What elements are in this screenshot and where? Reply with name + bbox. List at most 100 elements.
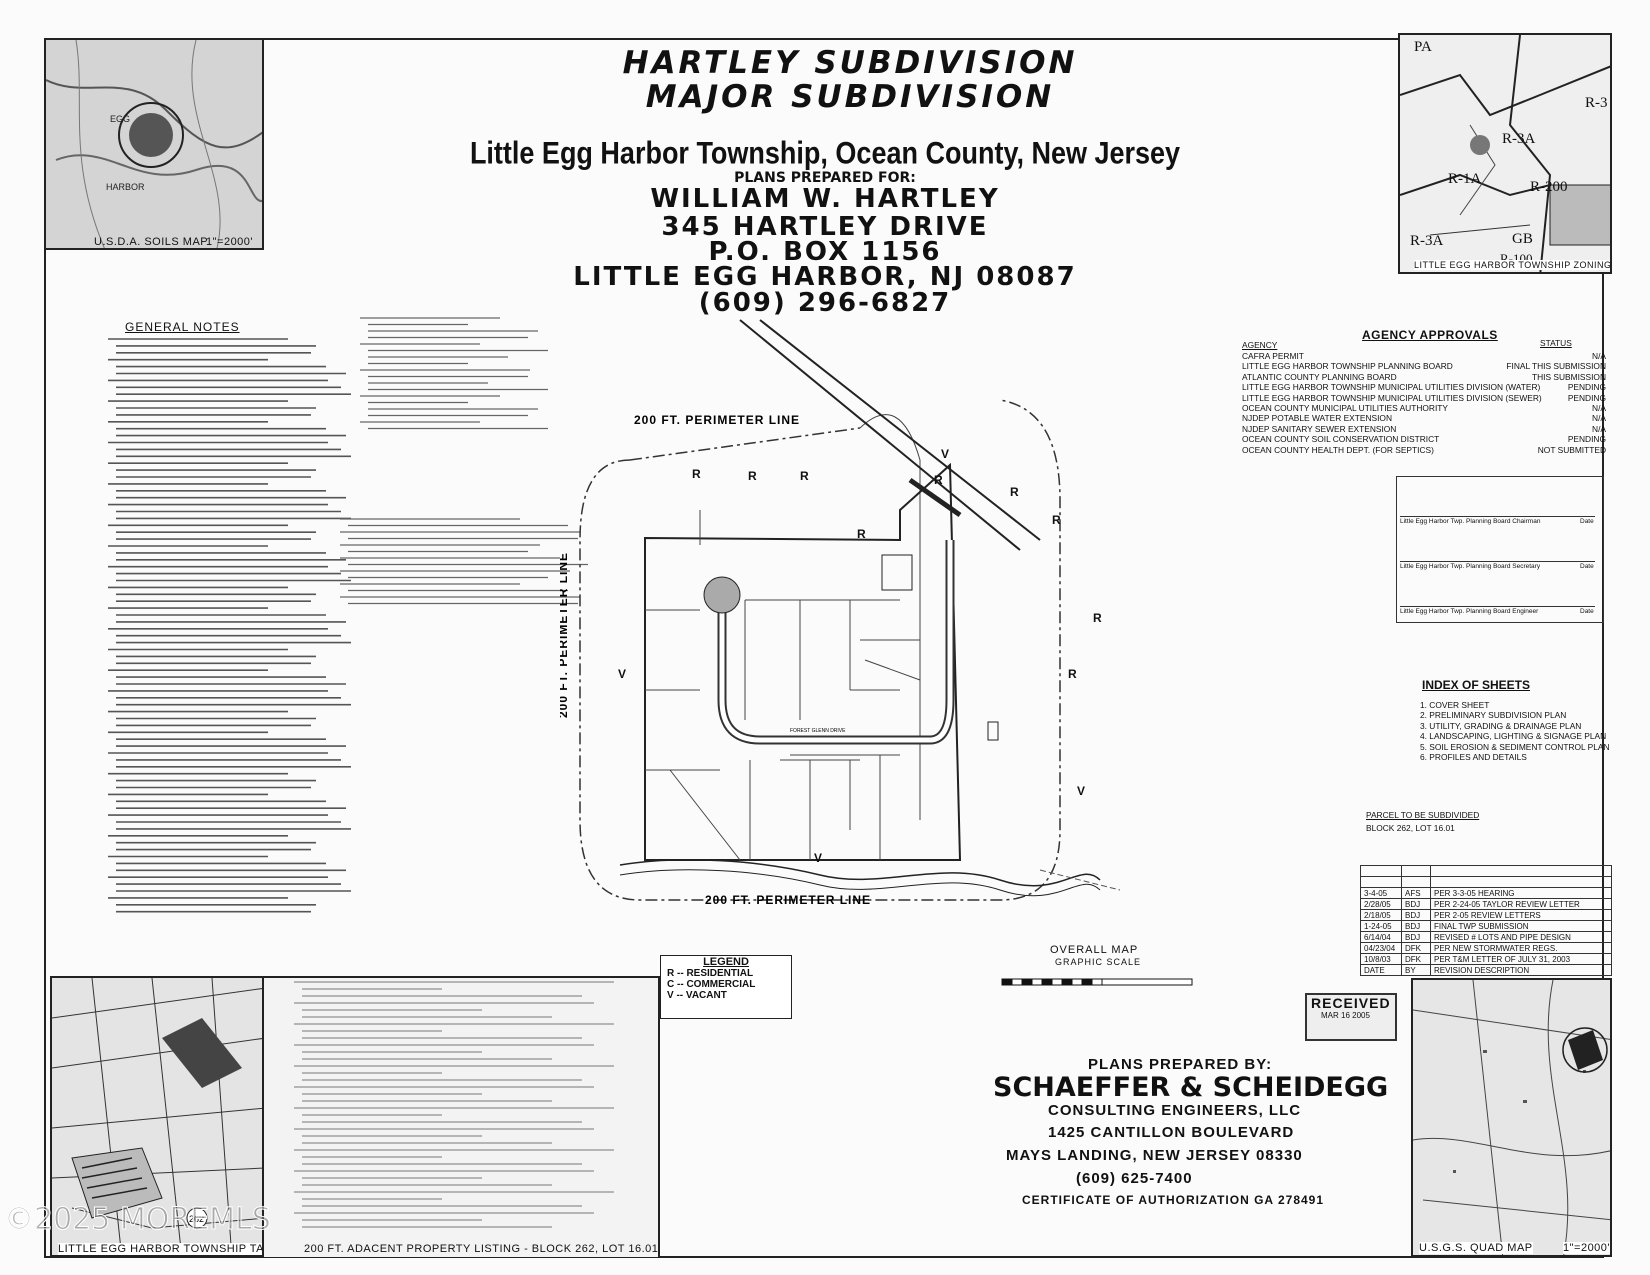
revision-by: BDJ (1401, 920, 1431, 932)
zone-label: V (1077, 784, 1085, 798)
revision-desc: FINAL TWP SUBMISSION (1430, 920, 1612, 932)
agency-row-name: LITTLE EGG HARBOR TOWNSHIP MUNICIPAL UTI… (1242, 392, 1542, 403)
agency-row-status: N/A (1592, 423, 1606, 434)
revision-by: BDJ (1401, 909, 1431, 921)
signature-date: Date (1580, 563, 1594, 570)
revision-date: DATE (1360, 964, 1402, 976)
title-line2: MAJOR SUBDIVISION (645, 79, 1055, 115)
general-notes-text (108, 338, 351, 913)
agency-row-status: PENDING (1567, 392, 1606, 403)
agency-row-status: THIS SUBMISSION (1532, 371, 1606, 382)
scale-segment (1031, 978, 1043, 986)
revision-desc (1430, 865, 1612, 877)
general-notes-heading: GENERAL NOTES (125, 320, 240, 334)
revision-date (1360, 876, 1402, 888)
tax-map: 262 LITTLE EGG HARBOR TOWNSHIP TAX MAP (50, 976, 264, 1257)
index-item: 1. COVER SHEET (1420, 700, 1490, 710)
revision-by (1401, 876, 1431, 888)
svg-text:262: 262 (189, 1214, 204, 1224)
agency-row-name: OCEAN COUNTY HEALTH DEPT. (FOR SEPTICS) (1242, 444, 1434, 455)
zone-label: R (934, 473, 943, 487)
agency-row-name: LITTLE EGG HARBOR TOWNSHIP PLANNING BOAR… (1242, 361, 1453, 372)
tax-map-caption: LITTLE EGG HARBOR TOWNSHIP TAX MAP (58, 1243, 262, 1255)
soils-map-scale: 1"=2000' (206, 236, 254, 248)
revision-date: 6/14/04 (1360, 931, 1402, 943)
adjacent-listing: 200 FT. ADACENT PROPERTY LISTING - BLOCK… (264, 976, 660, 1257)
soils-map: EGG HARBOR U.S.D.A. SOILS MAP 1"=2000' (44, 38, 264, 250)
agency-row-status: FINAL THIS SUBMISSION (1506, 361, 1606, 372)
zoning-map-caption: LITTLE EGG HARBOR TOWNSHIP ZONING MAP (1414, 260, 1610, 270)
revision-by: BY (1401, 964, 1431, 976)
revision-by (1401, 865, 1431, 877)
title-location: Little Egg Harbor Township, Ocean County… (469, 135, 1181, 171)
signature-role: Little Egg Harbor Twp. Planning Board Ch… (1400, 518, 1541, 525)
zoning-map-drawing (1400, 35, 1610, 272)
mls-watermark: ©2025 MOREMLS (4, 1202, 272, 1238)
engineer-street: 1425 CANTILLON BOULEVARD (1048, 1124, 1295, 1141)
waiver-notes (340, 518, 588, 605)
received-stamp-date: MAR 16 2005 (1321, 1011, 1370, 1020)
engineer-city: MAYS LANDING, NEW JERSEY 08330 (1006, 1147, 1303, 1164)
signature-role: Little Egg Harbor Twp. Planning Board Se… (1400, 563, 1541, 570)
legend-item: V -- VACANT (667, 990, 727, 1001)
agency-row-status: NOT SUBMITTED (1537, 444, 1606, 455)
legend-item: R -- RESIDENTIAL (667, 968, 754, 979)
received-stamp-text: RECEIVED (1311, 995, 1391, 1011)
parcel-label: PARCEL TO BE SUBDIVIDED (1366, 810, 1480, 820)
owner-address3: LITTLE EGG HARBOR, NJ 08087 (573, 262, 1077, 292)
revision-date: 2/18/05 (1360, 909, 1402, 921)
zone-label: R (1010, 485, 1019, 499)
zone-r1a: R-1A (1448, 171, 1482, 187)
agency-col-header: AGENCY (1242, 340, 1278, 350)
revision-by: DFK (1401, 942, 1431, 954)
quad-map-drawing (1413, 980, 1610, 1255)
index-item: 6. PROFILES AND DETAILS (1420, 752, 1527, 762)
revision-by: AFS (1401, 887, 1431, 899)
revision-row-blank (1360, 876, 1612, 888)
index-item: 4. LANDSCAPING, LIGHTING & SIGNAGE PLAN (1420, 731, 1607, 742)
quad-map-scale: 1"=2000' (1563, 1242, 1611, 1254)
agency-row-name: NJDEP SANITARY SEWER EXTENSION (1242, 423, 1397, 434)
revision-row-blank (1360, 865, 1612, 877)
owner-name: WILLIAM W. HARTLEY (650, 184, 1000, 214)
revision-date (1360, 865, 1402, 877)
revision-by: BDJ (1401, 931, 1431, 943)
svg-text:EGG: EGG (110, 114, 130, 124)
engineer-certificate: CERTIFICATE OF AUTHORIZATION GA 278491 (1022, 1193, 1325, 1207)
quad-map: U.S.G.S. QUAD MAP 1"=2000' (1411, 978, 1612, 1257)
zone-label: R (1052, 513, 1061, 527)
zone-r3: R-3 (1585, 95, 1608, 111)
agency-row-status: PENDING (1567, 382, 1606, 393)
agency-row-status: PENDING (1567, 434, 1606, 445)
agency-row-status: N/A (1592, 351, 1606, 361)
revision-desc: PER 2-05 REVIEW LETTERS (1430, 909, 1612, 921)
prepared-by-label: PLANS PREPARED BY: (1088, 1056, 1273, 1073)
scale-segment (1041, 978, 1053, 986)
legend: LEGEND R -- RESIDENTIAL C -- COMMERCIAL … (660, 955, 792, 1019)
signature-date: Date (1580, 518, 1594, 525)
index-item: 5. SOIL EROSION & SEDIMENT CONTROL PLAN (1420, 741, 1610, 752)
zone-pa: PA (1414, 39, 1432, 55)
perimeter-left-label: 200 FT. PERIMETER LINE (560, 552, 570, 718)
quad-map-caption: U.S.G.S. QUAD MAP (1419, 1242, 1533, 1254)
revision-date: 2/28/05 (1360, 898, 1402, 910)
svg-text:HARBOR: HARBOR (106, 182, 145, 192)
agency-row-name: NJDEP POTABLE WATER EXTENSION (1242, 413, 1392, 424)
engineer-firm: SCHAEFFER & SCHEIDEGG (993, 1072, 1389, 1103)
status-col-header: STATUS (1540, 338, 1572, 348)
revision-by: DFK (1401, 953, 1431, 965)
agency-row-name: CAFRA PERMIT (1242, 351, 1304, 361)
zone-label: R (800, 469, 809, 483)
revision-date: 04/23/04 (1360, 942, 1402, 954)
adjacent-listing-text (294, 981, 614, 1228)
zone-label: R (692, 467, 701, 481)
scale-segment (1071, 978, 1083, 986)
